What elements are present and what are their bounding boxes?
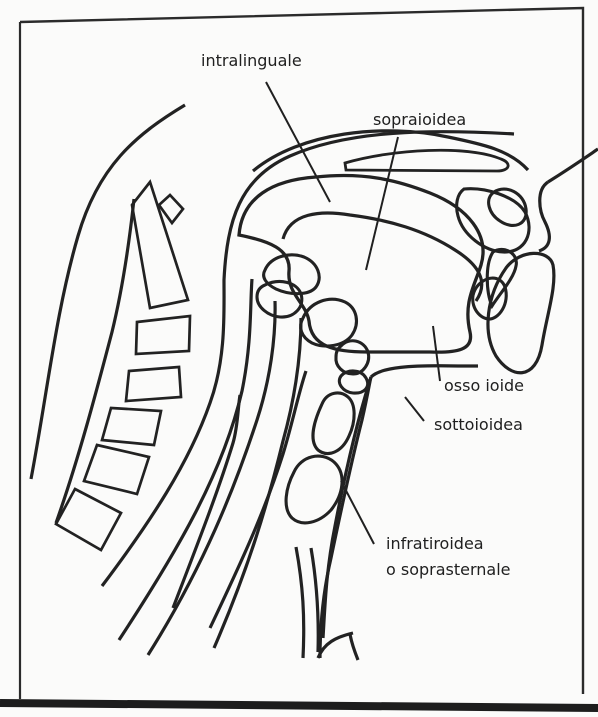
label-sottoioidea: sottoioidea	[434, 417, 523, 433]
label-intralinguale: intralinguale	[201, 53, 302, 69]
label-infratiroidea-line-1: infratiroidea	[386, 536, 484, 552]
bottom-border	[0, 703, 598, 708]
label-infratiroidea-line-2: o soprasternale	[386, 562, 511, 578]
label-sopraioidea: sopraioidea	[373, 112, 466, 128]
label-osso-ioide: osso ioide	[444, 378, 524, 394]
